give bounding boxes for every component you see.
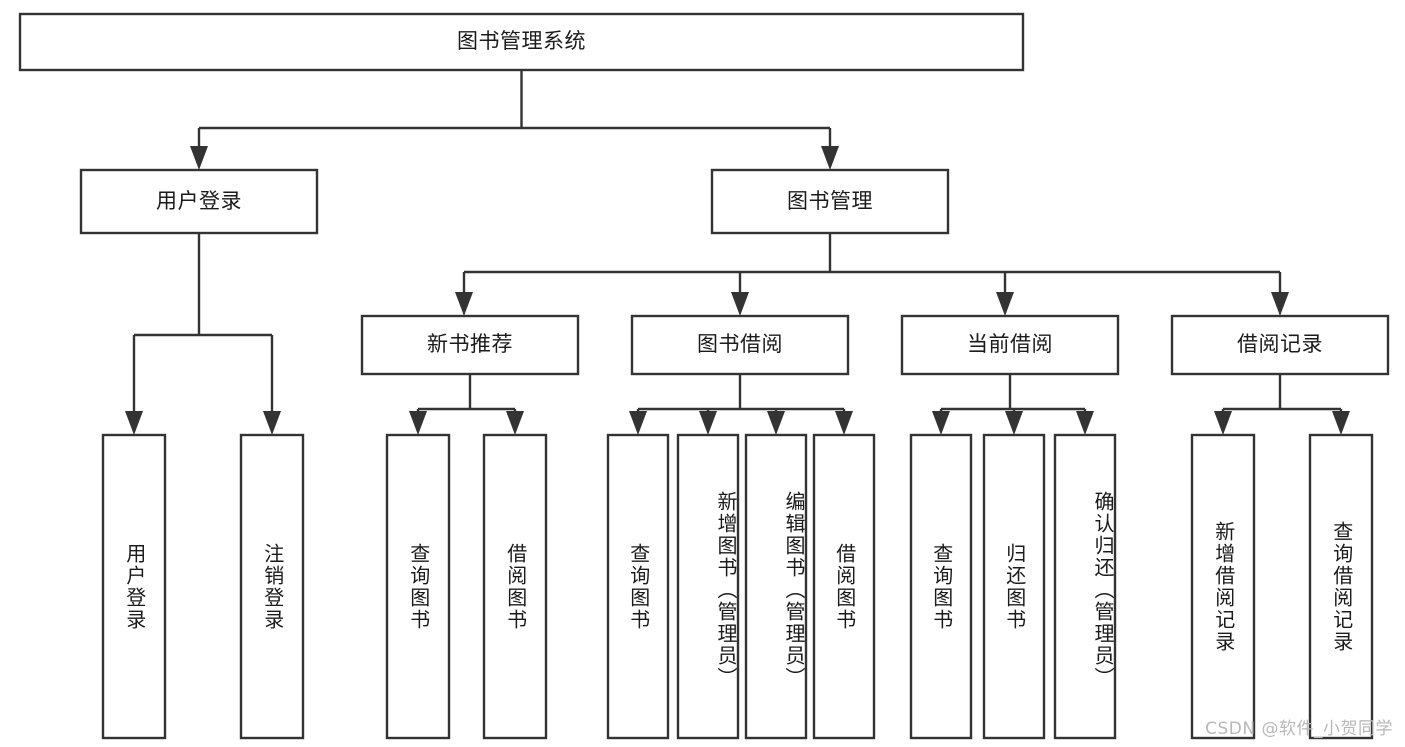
node-leaf-return-book-box[interactable] bbox=[982, 433, 1046, 740]
node-leaf-user-logout-box[interactable] bbox=[239, 433, 305, 740]
arrow-cb-leaf-3 bbox=[1076, 411, 1094, 435]
arrow-bb-leaf-2 bbox=[699, 411, 717, 435]
arrow-br-leaf-2 bbox=[1332, 411, 1350, 435]
node-leaf-query-book-cb-box[interactable] bbox=[909, 433, 973, 740]
arrow-cb-leaf-2 bbox=[1005, 411, 1023, 435]
node-leaf-confirm-return-box[interactable] bbox=[1053, 433, 1117, 740]
node-book-borrow-box[interactable] bbox=[630, 314, 850, 376]
arrow-bm-to-current-borrow bbox=[996, 292, 1014, 316]
arrow-bm-to-new-book-rec bbox=[455, 292, 473, 316]
node-root-box[interactable] bbox=[18, 12, 1025, 72]
connector-group-user-login bbox=[125, 233, 281, 435]
arrow-nbr-leaf-1 bbox=[409, 411, 427, 435]
node-leaf-add-book-box[interactable] bbox=[676, 433, 740, 740]
arrow-root-to-book-manage bbox=[821, 146, 839, 170]
connector-group-current-borrow bbox=[932, 374, 1094, 435]
connector-group-new-book-rec bbox=[409, 374, 524, 435]
arrow-nbr-leaf-2 bbox=[506, 411, 524, 435]
node-leaf-edit-book-box[interactable] bbox=[744, 433, 808, 740]
arrow-br-leaf-1 bbox=[1214, 411, 1232, 435]
node-leaf-borrow-book-rec-box[interactable] bbox=[482, 433, 548, 740]
connector-group-root bbox=[190, 70, 839, 170]
node-user-login-box[interactable] bbox=[79, 168, 319, 235]
arrow-bm-to-borrow-record bbox=[1271, 292, 1289, 316]
node-leaf-add-record-box[interactable] bbox=[1190, 433, 1256, 740]
node-leaf-query-book-bb-box[interactable] bbox=[606, 433, 670, 740]
arrow-bb-leaf-1 bbox=[629, 411, 647, 435]
arrow-user-login-leaf-1 bbox=[125, 411, 143, 435]
connector-group-book-borrow bbox=[629, 374, 853, 435]
arrow-bm-to-book-borrow bbox=[731, 292, 749, 316]
arrow-user-login-leaf-2 bbox=[263, 411, 281, 435]
arrow-bb-leaf-4 bbox=[835, 411, 853, 435]
csdn-watermark: CSDN @软件_小贺同学 bbox=[1205, 719, 1393, 739]
node-new-book-rec-box[interactable] bbox=[360, 314, 580, 376]
node-leaf-query-book-rec-box[interactable] bbox=[385, 433, 451, 740]
arrow-cb-leaf-1 bbox=[932, 411, 950, 435]
arrow-bb-leaf-3 bbox=[767, 411, 785, 435]
node-current-borrow-box[interactable] bbox=[900, 314, 1120, 376]
node-leaf-borrow-book-bb-box[interactable] bbox=[812, 433, 876, 740]
connector-group-borrow-record bbox=[1214, 374, 1350, 435]
node-borrow-record-box[interactable] bbox=[1170, 314, 1390, 376]
node-book-manage-box[interactable] bbox=[710, 168, 950, 235]
arrow-root-to-user-login bbox=[190, 146, 208, 170]
node-leaf-query-record-box[interactable] bbox=[1308, 433, 1374, 740]
connector-group-book-manage bbox=[455, 233, 1289, 316]
node-leaf-user-login-box[interactable] bbox=[101, 433, 167, 740]
